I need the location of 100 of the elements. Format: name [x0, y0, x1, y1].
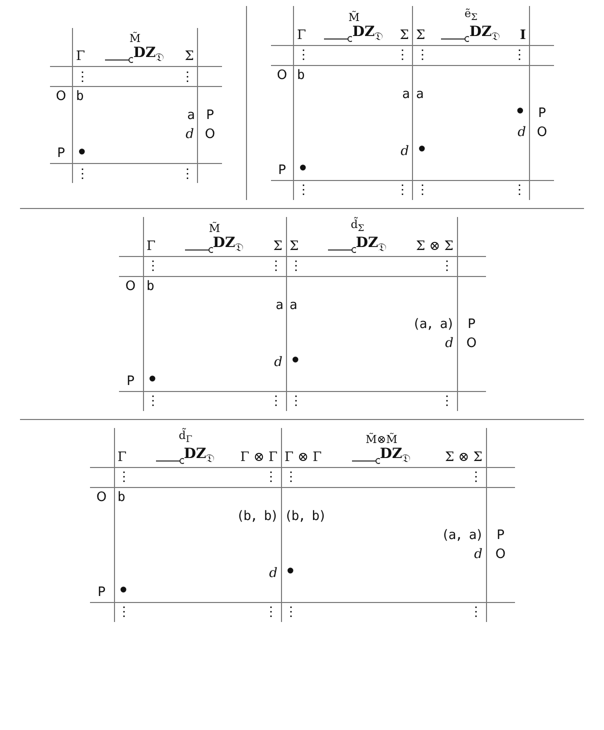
move-label: d	[474, 546, 482, 562]
vertical-ellipsis: ⋮	[297, 183, 310, 198]
move-label: b	[146, 278, 154, 294]
bullet-mark: •	[76, 140, 88, 164]
vertical-ellipsis: ⋮	[118, 470, 130, 486]
bullet-mark: •	[284, 559, 296, 584]
strategy-label: d̃$_{Γ}$	[178, 428, 192, 442]
category-label: DZ$_{𝔇}$	[184, 446, 216, 465]
vertical-ellipsis: ⋮	[513, 183, 526, 198]
move-label: d	[400, 144, 409, 159]
vertical-ellipsis: ⋮	[470, 605, 482, 620]
move-label: (b, b)	[284, 508, 326, 524]
player-label: O	[536, 124, 548, 140]
player-label: P	[206, 108, 214, 123]
vertical-ellipsis: ⋮	[118, 605, 130, 620]
game-label: Σ	[416, 28, 426, 43]
category-label: DZ$_{𝔇}$	[352, 24, 384, 43]
vertical-ellipsis: ⋮	[416, 183, 429, 198]
move-label: a	[290, 298, 296, 313]
game-label: Σ	[290, 238, 299, 254]
strategy-label: ẽ$_{Σ}$	[464, 7, 478, 20]
player-label: P	[468, 316, 476, 332]
strategy-label: d̃$_{Σ}$	[350, 218, 364, 231]
vertical-ellipsis: ⋮	[270, 394, 282, 410]
strategy-label: M̃	[208, 222, 220, 236]
bullet-mark: •	[290, 348, 302, 372]
vertical-ellipsis: ⋮	[290, 394, 302, 410]
game-label: Σ	[400, 28, 409, 43]
move-label: b	[76, 89, 83, 104]
vertical-ellipsis: ⋮	[440, 394, 454, 410]
move-label: d	[186, 127, 194, 142]
game-label: Γ	[146, 238, 156, 254]
game-label: Σ	[184, 49, 194, 64]
category-label: DZ$_{𝔇}$	[380, 446, 412, 465]
player-label: O	[96, 490, 107, 505]
category-label: DZ$_{𝔇}$	[133, 45, 165, 64]
bullet-mark: •	[514, 99, 526, 124]
vertical-ellipsis: ⋮	[297, 48, 310, 64]
vertical-ellipsis: ⋮	[76, 70, 89, 84]
player-label: P	[278, 162, 286, 178]
move-label: a	[187, 108, 194, 123]
strategy-label: M̃	[129, 32, 141, 46]
player-label: O	[276, 68, 288, 83]
vertical-ellipsis: ⋮	[396, 48, 409, 64]
vertical-ellipsis: ⋮	[181, 166, 194, 182]
vertical-ellipsis: ⋮	[396, 183, 409, 198]
game-label: Σ	[273, 238, 282, 254]
vertical-ellipsis: ⋮	[146, 394, 160, 410]
move-label: (b, b)	[236, 508, 278, 524]
vertical-ellipsis: ⋮	[513, 48, 526, 64]
vertical-ellipsis: ⋮	[264, 470, 278, 486]
player-label: O	[466, 336, 477, 351]
player-label: P	[496, 528, 504, 543]
vertical-ellipsis: ⋮	[264, 605, 278, 620]
game-label: Γ	[118, 450, 127, 465]
game-label: I	[520, 28, 526, 43]
move-label: a	[276, 298, 282, 313]
move-label: d	[269, 566, 278, 581]
strategy-label: M̃⊗M̃	[366, 433, 398, 446]
move-label: (a, a)	[412, 316, 454, 332]
vertical-ellipsis: ⋮	[470, 470, 482, 486]
vertical-ellipsis: ⋮	[440, 259, 454, 274]
vertical-ellipsis: ⋮	[284, 605, 298, 620]
game-label: Γ ⊗ Γ	[284, 450, 322, 465]
vertical-ellipsis: ⋮	[146, 259, 160, 274]
game-label: Γ	[76, 49, 86, 64]
vertical-ellipsis: ⋮	[270, 259, 282, 274]
move-label: (a, a)	[442, 528, 482, 543]
category-label: DZ$_{𝔇}$	[356, 235, 388, 254]
vertical-ellipsis: ⋮	[76, 166, 89, 182]
player-label: O	[495, 546, 506, 562]
game-label: Γ ⊗ Γ	[240, 450, 278, 465]
category-label: DZ$_{𝔇}$	[469, 24, 501, 43]
player-label: O	[125, 278, 136, 294]
move-label: b	[297, 68, 304, 83]
game-label: Σ ⊗ Σ	[416, 238, 454, 254]
vertical-ellipsis: ⋮	[290, 259, 302, 274]
bullet-mark: •	[416, 137, 428, 162]
player-label: P	[126, 374, 134, 389]
vertical-ellipsis: ⋮	[416, 48, 429, 64]
move-label: a	[402, 86, 409, 102]
bullet-mark: •	[146, 367, 158, 392]
game-label: Γ	[297, 28, 306, 43]
move-label: d	[274, 354, 282, 370]
strategy-label: M̃	[348, 11, 360, 24]
move-label: a	[416, 86, 423, 102]
move-label: d	[518, 124, 526, 140]
bullet-mark: •	[118, 578, 130, 602]
category-label: DZ$_{𝔇}$	[212, 235, 244, 254]
player-label: O	[56, 89, 66, 104]
bullet-mark: •	[297, 156, 309, 180]
move-label: d	[445, 336, 454, 351]
player-label: O	[204, 127, 216, 142]
vertical-ellipsis: ⋮	[284, 470, 298, 486]
player-label: P	[98, 584, 106, 600]
player-label: P	[538, 106, 546, 121]
vertical-ellipsis: ⋮	[181, 70, 194, 84]
player-label: P	[57, 146, 65, 161]
move-label: b	[118, 490, 124, 505]
game-label: Σ ⊗ Σ	[444, 450, 482, 465]
